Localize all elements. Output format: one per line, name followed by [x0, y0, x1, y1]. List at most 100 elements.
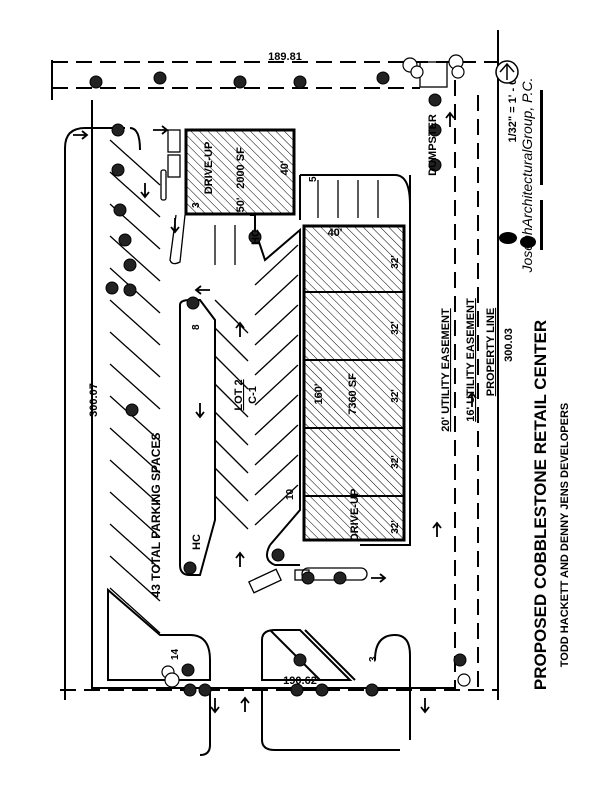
parking-stripe	[109, 363, 161, 410]
arrow-icon	[432, 521, 442, 537]
parking-stripe	[254, 304, 299, 346]
arrow-icon	[195, 403, 205, 419]
tree-icon	[123, 283, 137, 297]
tree-icon	[181, 663, 195, 677]
tree-icon	[153, 71, 167, 85]
parking-stripe	[109, 299, 161, 346]
zone-label: C-1	[247, 386, 259, 404]
firm-logo	[499, 90, 543, 250]
tree-icon	[111, 123, 125, 137]
parking-stripe	[214, 355, 249, 390]
dumpster-pad	[419, 61, 448, 88]
firm-name: JosephArchitecturalGroup, P.C.	[519, 77, 535, 273]
easement-16-label: 16' UTILITY EASEMENT	[465, 298, 477, 422]
main-building-depth: 40'	[328, 227, 343, 239]
arrow-icon	[73, 130, 89, 140]
easement-20-label: 20' UTILITY EASEMENT	[440, 308, 452, 432]
parking-stripe	[214, 411, 249, 446]
parking-stripe	[254, 334, 299, 376]
parking-stall-stripes	[109, 139, 379, 634]
small-building-area: 2000 SF	[235, 147, 247, 189]
small-building-use: DRIVE-UP	[203, 142, 215, 195]
arrow-icon	[170, 218, 180, 234]
parking-stripe	[254, 274, 299, 316]
lot-label: LOT 2	[233, 379, 245, 410]
tree-icon	[248, 230, 262, 244]
parking-stripe	[109, 395, 161, 442]
arrow-icon	[235, 321, 245, 337]
tree-icon	[315, 683, 329, 697]
tree-icon	[453, 653, 467, 667]
arrow-icon	[371, 573, 387, 583]
tree-icon	[428, 158, 442, 172]
tree-icon	[428, 123, 442, 137]
dimension-top: 189.81	[268, 51, 302, 63]
parking-stripe	[214, 439, 249, 474]
arrow-icon	[467, 391, 477, 407]
bay-width: 32'	[390, 389, 401, 403]
tree-icon	[293, 75, 307, 89]
parking-stripe	[254, 394, 299, 436]
tree-icon	[451, 65, 465, 79]
tree-icon	[428, 93, 442, 107]
tree-icon	[301, 571, 315, 585]
dimension-bottom: 190.62	[283, 675, 317, 687]
parking-stripe	[109, 331, 161, 378]
dimension-right: 300.03	[503, 328, 515, 362]
scale-label: 1/32" = 1' - 0"	[507, 73, 519, 142]
tree-icon	[183, 683, 197, 697]
trees	[89, 71, 467, 697]
tree-icon	[233, 75, 247, 89]
parking-stripe	[109, 139, 161, 186]
arrow-icon	[140, 183, 150, 199]
small-building: DRIVE-UP 2000 SF 50' 40'	[184, 128, 296, 216]
handicap-label: HC	[191, 534, 203, 550]
parking-stripe	[109, 555, 161, 602]
arrow-icon	[194, 285, 210, 295]
bay-width: 32'	[390, 321, 401, 335]
light-trees	[161, 54, 471, 688]
parking-stripe	[254, 484, 299, 526]
main-building-use: DRIVE-UP	[349, 489, 361, 542]
parking-stripe	[254, 424, 299, 466]
parking-stripe	[109, 427, 161, 474]
parking-stripe	[254, 454, 299, 496]
stall-count: 3	[368, 656, 379, 662]
property-lines	[51, 30, 499, 700]
dimension-left: 300.07	[88, 383, 100, 417]
tree-icon	[290, 683, 304, 697]
small-building-depth: 40'	[279, 160, 291, 175]
parking-stripe	[254, 244, 299, 286]
traffic-arrows	[73, 111, 477, 714]
bay-width: 32'	[390, 455, 401, 469]
main-building-length: 160'	[313, 383, 325, 404]
tree-icon	[123, 258, 137, 272]
arrow-icon	[153, 125, 169, 135]
project-title: PROPOSED COBBLESTONE RETAIL CENTER	[531, 320, 550, 690]
handicap-label: HC	[250, 229, 262, 245]
stall-count: 5	[308, 176, 319, 182]
north-arrow-icon	[495, 60, 519, 84]
tree-icon	[183, 561, 197, 575]
arrow-icon	[210, 698, 220, 714]
tree-icon	[457, 673, 471, 687]
small-building-width: 50'	[235, 197, 247, 212]
stall-count: 3	[191, 202, 202, 208]
main-building: 40' 160' 7360 SF DRIVE-UP 32' 32' 32' 32…	[302, 224, 406, 542]
tree-icon	[376, 71, 390, 85]
bay-width: 32'	[390, 520, 401, 534]
tree-icon	[186, 296, 200, 310]
arrow-icon	[420, 698, 430, 714]
property-line-label: PROPERTY LINE	[485, 308, 497, 396]
stall-count: 8	[191, 324, 202, 330]
bay-width: 32'	[390, 255, 401, 269]
arrow-icon	[235, 551, 245, 567]
tree-icon	[164, 672, 180, 688]
tree-icon	[105, 281, 119, 295]
parking-stripe	[109, 459, 161, 506]
parking-stripe	[109, 491, 161, 538]
arrow-icon	[445, 111, 455, 127]
tree-icon	[125, 403, 139, 417]
parking-stripe	[109, 523, 161, 570]
